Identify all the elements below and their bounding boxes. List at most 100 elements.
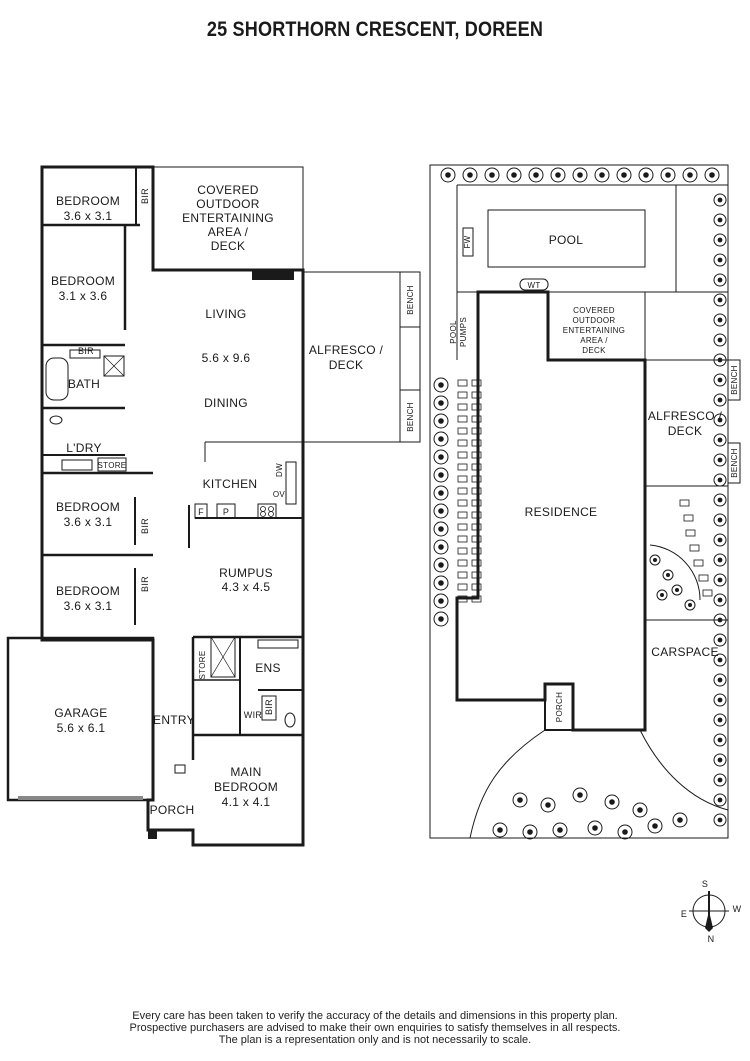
site-label-pool: POOL (549, 233, 584, 247)
stepping-stone-icon (457, 463, 468, 471)
tree-center-icon (438, 526, 444, 532)
tree-icon (552, 822, 568, 838)
stepping-stone-icon (457, 595, 468, 603)
tree-icon (433, 377, 449, 393)
tree-icon (671, 584, 683, 596)
stepping-stone-icon (457, 583, 468, 591)
tree-center-icon (652, 823, 658, 829)
tree-center-icon (438, 490, 444, 496)
stepping-stone-icon (471, 439, 482, 447)
tree-center-icon (687, 172, 693, 178)
bench-label-bottom: BENCH (406, 402, 415, 432)
tree-center-icon (438, 454, 444, 460)
tree-icon (713, 753, 727, 767)
tree-icon (484, 167, 500, 183)
room-label-bedroom-2: BEDROOM (51, 274, 115, 288)
room-label-bath: BATH (68, 377, 100, 391)
tree-icon (522, 824, 538, 840)
compass-s: S (702, 879, 708, 889)
tree-center-icon (665, 172, 671, 178)
tree-center-icon (677, 817, 683, 823)
room-label-bedroom-3: BEDROOM (56, 500, 120, 514)
tree-center-icon (717, 477, 723, 483)
compass-e: E (681, 909, 687, 919)
tree-center-icon (717, 217, 723, 223)
alfresco-line-2: DECK (329, 358, 364, 372)
tree-center-icon (438, 544, 444, 550)
room-size-bedroom-1: 3.6 x 3.1 (64, 209, 113, 223)
tree-icon (540, 797, 556, 813)
compass-n: N (708, 934, 715, 944)
room-label-porch: PORCH (150, 803, 195, 817)
tree-icon (713, 673, 727, 687)
stepping-stone-icon (471, 403, 482, 411)
room-label-kitchen: KITCHEN (203, 477, 258, 491)
tree-icon (433, 539, 449, 555)
stepping-stone-icon (679, 499, 690, 507)
tree-icon (572, 167, 588, 183)
tree-center-icon (438, 472, 444, 478)
stepping-stone-icon (471, 415, 482, 423)
stepping-stone-icon (457, 547, 468, 555)
room-label-bedroom-1: BEDROOM (56, 194, 120, 208)
covered-outdoor-line-3: ENTERTAINING (182, 211, 274, 225)
stepping-stone-icon (471, 523, 482, 531)
tree-center-icon (717, 457, 723, 463)
tree-icon (713, 213, 727, 227)
stepping-stone-icon (457, 391, 468, 399)
bir-label-bedroom-3: BIR (140, 518, 150, 534)
bench-label-top: BENCH (406, 285, 415, 315)
tree-icon (713, 433, 727, 447)
dw-label: DW (275, 463, 284, 477)
tree-icon (462, 167, 478, 183)
tree-icon (713, 693, 727, 707)
tree-icon (713, 233, 727, 247)
site-label-porch: PORCH (555, 692, 564, 722)
covered-outdoor-line-5: DECK (211, 239, 246, 253)
tree-center-icon (717, 417, 723, 423)
tree-center-icon (467, 172, 473, 178)
tree-center-icon (517, 797, 523, 803)
tree-center-icon (438, 436, 444, 442)
tree-icon (713, 193, 727, 207)
tree-center-icon (717, 197, 723, 203)
tree-icon (713, 573, 727, 587)
room-label-garage: GARAGE (54, 706, 107, 720)
tree-center-icon (577, 792, 583, 798)
stepping-stone-icon (471, 559, 482, 567)
tree-center-icon (622, 829, 628, 835)
tree-icon (684, 599, 696, 611)
tree-center-icon (637, 807, 643, 813)
stepping-stone-icon (471, 535, 482, 543)
tree-icon (492, 822, 508, 838)
stepping-stone-icon (471, 391, 482, 399)
tree-center-icon (717, 237, 723, 243)
covered-outdoor-line-4: AREA / (208, 225, 249, 239)
disclaimer-line-2: Prospective purchasers are advised to ma… (129, 1022, 621, 1034)
bir-label-bath: BIR (78, 346, 94, 356)
tree-center-icon (717, 557, 723, 563)
tree-center-icon (438, 562, 444, 568)
stepping-stone-icon (471, 379, 482, 387)
tree-center-icon (717, 777, 723, 783)
tree-center-icon (717, 317, 723, 323)
tree-center-icon (717, 817, 723, 823)
stepping-stone-icon (689, 544, 700, 552)
tree-center-icon (717, 297, 723, 303)
tree-center-icon (717, 737, 723, 743)
stepping-stone-icon (457, 499, 468, 507)
tree-icon (649, 554, 661, 566)
tree-icon (713, 793, 727, 807)
stepping-stone-icon (471, 571, 482, 579)
tree-center-icon (557, 827, 563, 833)
tree-center-icon (717, 377, 723, 383)
room-label-laundry: L'DRY (66, 441, 102, 455)
tree-center-icon (489, 172, 495, 178)
tree-icon (433, 395, 449, 411)
tree-center-icon (717, 617, 723, 623)
site-covered-line-3: ENTERTAINING (563, 326, 625, 335)
tree-center-icon (511, 172, 517, 178)
tree-center-icon (438, 400, 444, 406)
stepping-stone-icon (698, 574, 709, 582)
